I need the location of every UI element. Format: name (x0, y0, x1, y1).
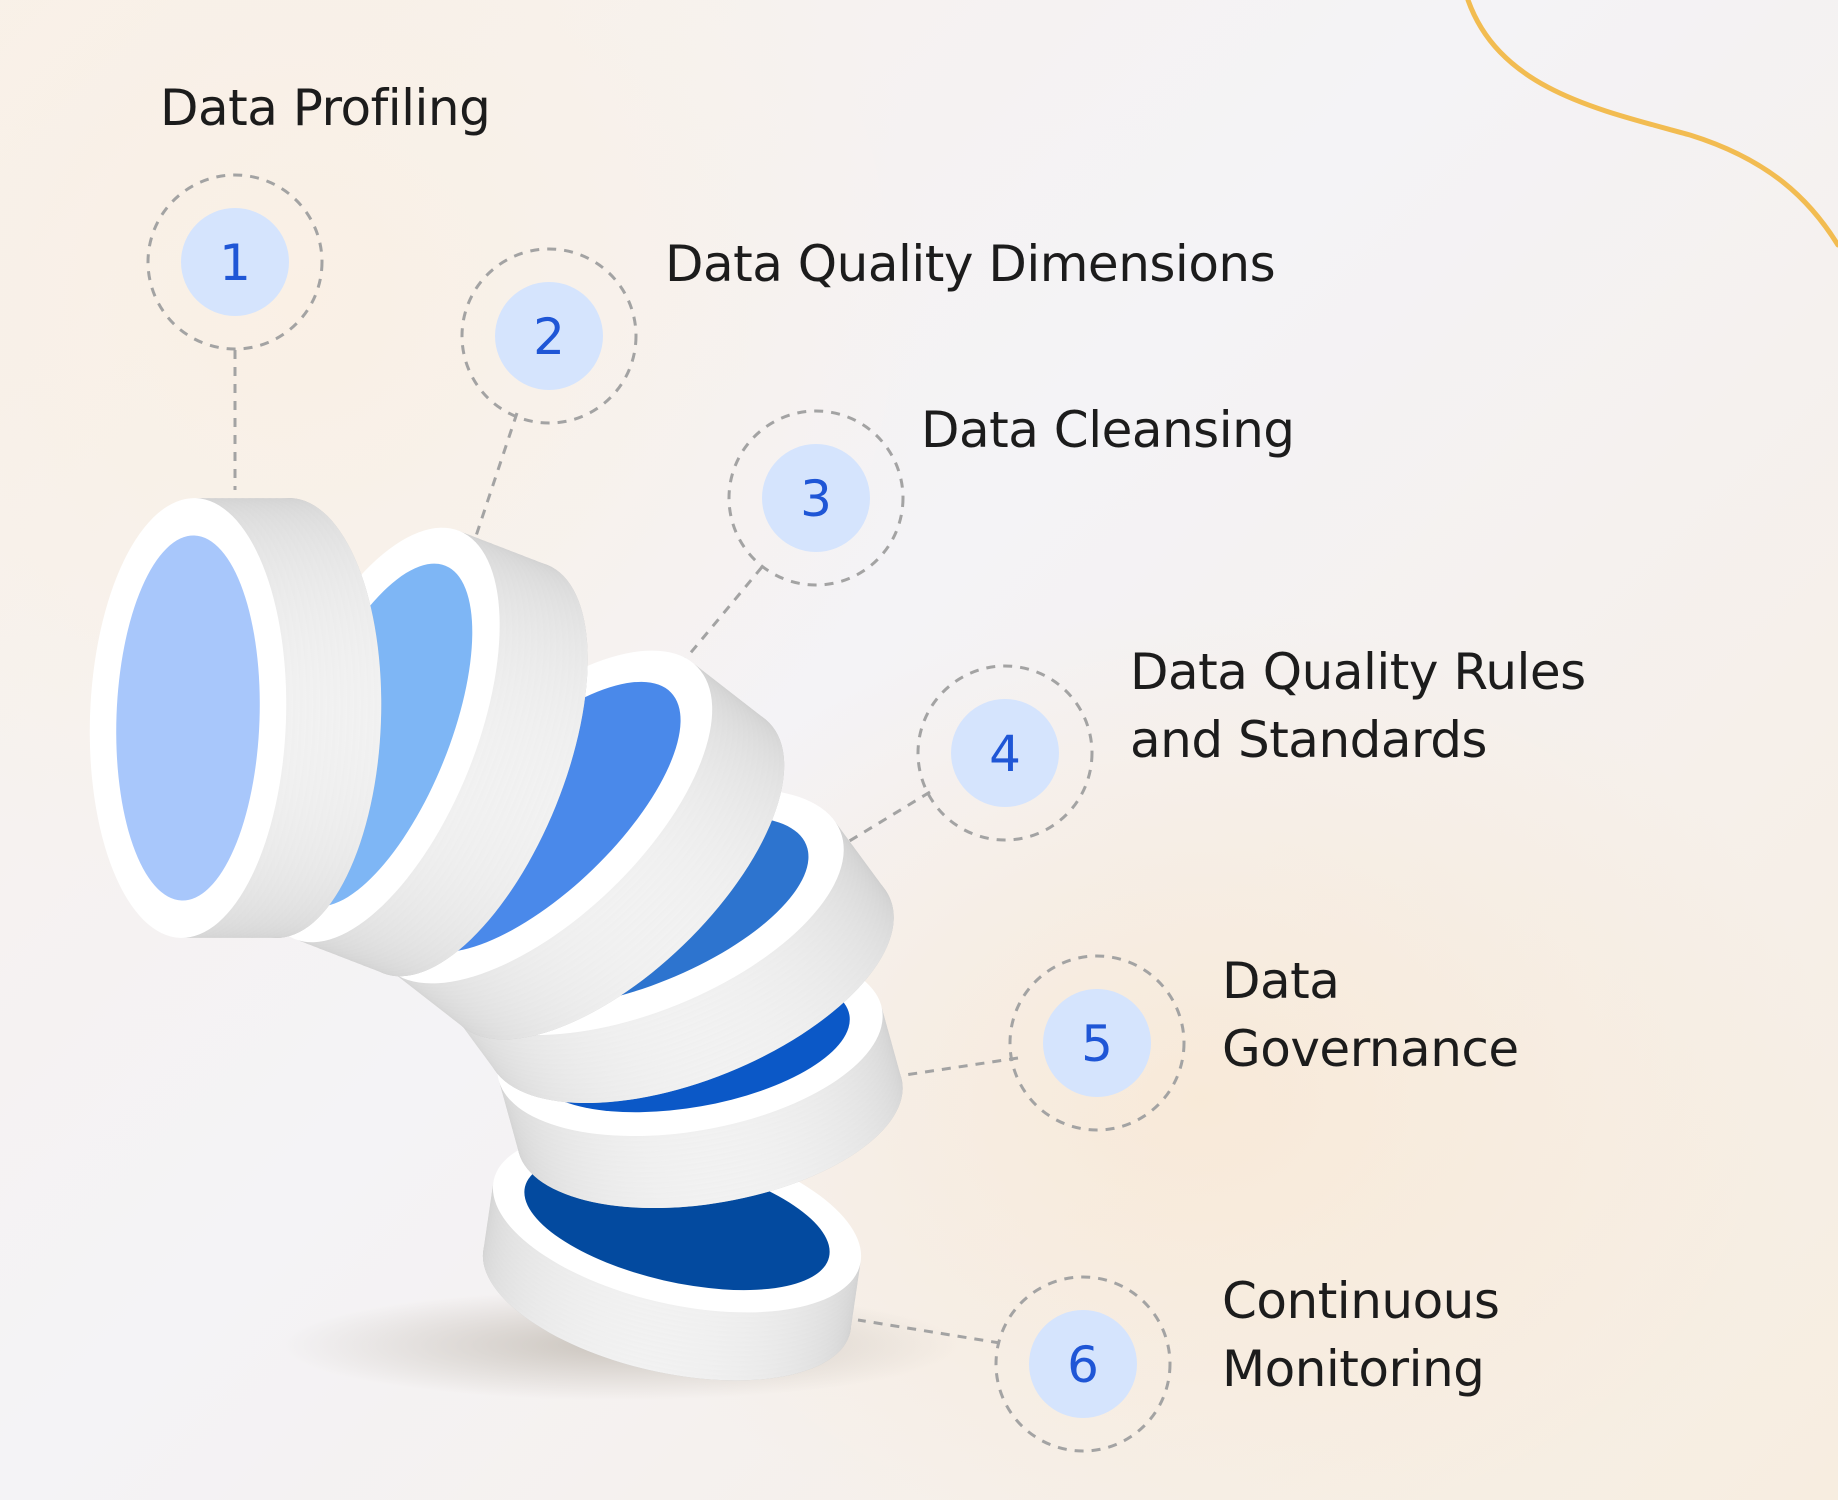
disc-1 (89, 498, 382, 938)
step-6-badge: 6 (994, 1275, 1172, 1453)
number-circle (1029, 1310, 1137, 1418)
step-4-label: Data Quality Rules and Standards (1130, 643, 1586, 769)
dashed-ring (460, 247, 638, 425)
step-3-number: 3 (800, 470, 832, 528)
step-4-number: 4 (989, 725, 1021, 783)
step-2-number: 2 (533, 308, 565, 366)
number-circle (495, 282, 603, 390)
step-1-badge: 1 (146, 173, 324, 351)
step-2-label: Data Quality Dimensions (665, 235, 1276, 293)
dashed-ring (916, 664, 1094, 842)
step-5-badge: 5 (1008, 954, 1186, 1132)
step-1-label: Data Profiling (160, 79, 491, 137)
accent-curve (1465, 0, 1838, 248)
step-2-badge: 2 (460, 247, 638, 425)
dashed-ring (727, 409, 905, 587)
step-6-label: Continuous Monitoring (1222, 1272, 1500, 1398)
connector-line-2 (470, 412, 519, 549)
number-circle (762, 444, 870, 552)
step-3-badge: 3 (727, 409, 905, 587)
dashed-ring (1008, 954, 1186, 1132)
disc-1-face (116, 535, 260, 901)
number-circle (1043, 989, 1151, 1097)
step-5-label: Data Governance (1222, 952, 1519, 1078)
connector-line-6 (857, 1318, 1001, 1345)
number-circle (951, 699, 1059, 807)
step-6-number: 6 (1067, 1336, 1099, 1394)
number-circle (181, 208, 289, 316)
step-1-number: 1 (219, 234, 251, 292)
step-5-number: 5 (1081, 1015, 1113, 1073)
step-3-label: Data Cleansing (921, 401, 1295, 459)
dashed-ring (994, 1275, 1172, 1453)
step-4-badge: 4 (916, 664, 1094, 842)
dashed-ring (146, 173, 324, 351)
disc-stack (89, 498, 903, 1381)
